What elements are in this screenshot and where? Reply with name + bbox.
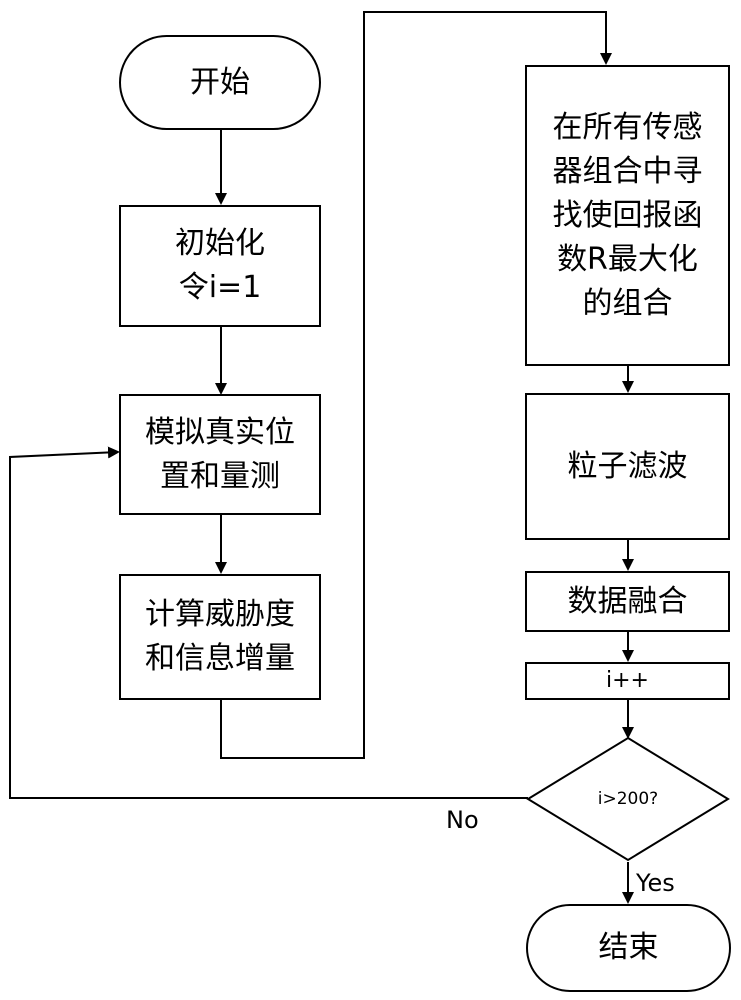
- search-box: 在所有传感 器组合中寻 找使回报函 数R最大化 的组合: [525, 65, 730, 366]
- increment-label: i++: [606, 668, 649, 693]
- compute-box: 计算威胁度 和信息增量: [119, 574, 321, 700]
- no-label: No: [446, 806, 479, 834]
- search-label-line1: 在所有传感: [552, 109, 703, 145]
- end-label: 结束: [598, 930, 659, 965]
- search-label-line5: 的组合: [582, 285, 673, 321]
- arrow-decision-to-simulate: [9, 446, 528, 799]
- particle-filter-box: 粒子滤波: [525, 393, 730, 540]
- increment-box: i++: [525, 662, 730, 700]
- start-label: 开始: [190, 64, 250, 100]
- end-terminal: 结束: [526, 904, 731, 992]
- search-label-line4: 数R最大化: [557, 241, 698, 277]
- start-terminal: 开始: [119, 35, 321, 130]
- simulate-box: 模拟真实位 置和量测: [119, 394, 321, 515]
- yes-label: Yes: [636, 869, 675, 897]
- data-fusion-box: 数据融合: [525, 571, 730, 632]
- compute-label-line1: 计算威胁度: [145, 597, 295, 632]
- search-label-line2: 器组合中寻: [552, 153, 703, 189]
- init-label-line2: 令i=1: [178, 270, 262, 305]
- arrow-compute-to-search: [220, 11, 612, 759]
- data-fusion-label: 数据融合: [567, 583, 688, 619]
- simulate-label-line1: 模拟真实位: [145, 414, 295, 450]
- search-label-line3: 找使回报函: [552, 197, 703, 233]
- init-box: 初始化 令i=1: [119, 205, 321, 327]
- simulate-label-line2: 置和量测: [160, 458, 280, 494]
- init-label-line1: 初始化: [175, 226, 265, 261]
- decision-diamond: [526, 736, 730, 862]
- particle-filter-label: 粒子滤波: [567, 448, 688, 484]
- compute-label-line2: 和信息增量: [145, 641, 295, 676]
- decision-label: i>200?: [597, 789, 659, 809]
